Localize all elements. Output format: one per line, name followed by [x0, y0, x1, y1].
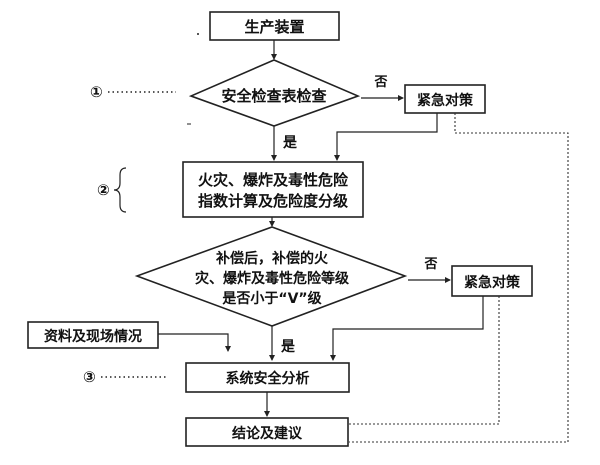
check-yes-label: 是: [283, 135, 298, 151]
check-no-label: 否: [373, 75, 387, 90]
start-label: 生产装置: [244, 18, 304, 36]
dashed-emergency-1-to-conclusion: [349, 113, 569, 443]
conclusion-label: 结论及建议: [232, 425, 303, 442]
data-input-label: 资料及现场情况: [44, 328, 142, 345]
index-label-line1: 火灾、爆炸及毒性危险: [198, 171, 349, 189]
start-box: [209, 11, 340, 41]
index-box: [182, 161, 364, 218]
decision-label-line1: 补偿后，补偿的火: [215, 250, 329, 267]
stage-1-marker: ①: [90, 83, 103, 101]
analysis-label: 系统安全分析: [226, 370, 310, 387]
emergency-box-1: [404, 84, 486, 114]
emergency-box-2: [451, 265, 533, 297]
check-label: 安全检查表检查: [221, 87, 327, 105]
conclusion-box: [185, 417, 349, 447]
decision-label-line2: 灾、爆炸及毒性危险等级: [195, 270, 350, 287]
stage-3-marker: ③: [83, 368, 96, 386]
decision-yes-label: 是: [281, 339, 296, 355]
arrow-emergency-1-return: [334, 113, 438, 161]
emergency-2-label: 紧急对策: [464, 274, 521, 291]
data-input-box: [27, 321, 159, 349]
stage-2-marker: ②: [97, 181, 110, 199]
stage-2-brace: [113, 167, 127, 213]
scan-speck: [197, 33, 199, 35]
index-label-line2: 指数计算及危险度分级: [198, 192, 349, 210]
arrow-emergency-2-return: [330, 296, 484, 361]
decision-label-line3: 是否小于“V”级: [222, 290, 322, 307]
emergency-1-label: 紧急对策: [417, 92, 474, 109]
analysis-box: [185, 362, 350, 393]
arrow-data-to-analysis: [158, 333, 231, 352]
decision-no-label: 否: [423, 257, 437, 272]
dashed-emergency-2-to-conclusion: [349, 296, 500, 425]
